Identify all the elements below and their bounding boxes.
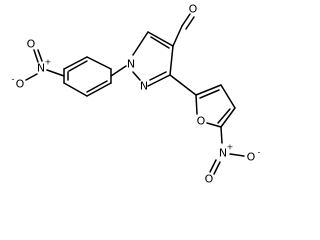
- atom-nitro-bottom-o1: O: [205, 173, 214, 186]
- bond-furan-c4-c5-inner: [217, 108, 231, 124]
- bond-furan-c4-c5: [220, 107, 236, 128]
- charge-nitro-bottom-plus: +: [227, 143, 234, 152]
- charge-nitro-bottom-minus: -: [258, 148, 261, 157]
- bond-c4-cho: [172, 25, 183, 47]
- bond-nitro-bottom-o2: [229, 153, 245, 157]
- bond-ring-n1: [110, 65, 127, 77]
- bond-nitro-left-o2: [25, 73, 38, 81]
- bond-furan-o-c2: [195, 94, 198, 115]
- atom-labels: O N + O - N N O O N + O O -: [12, 3, 261, 186]
- bond-pyr-n2-n1: [132, 71, 141, 81]
- bond-pyr-c4-c3: [169, 45, 174, 76]
- bond-pyr-c5-c4: [147, 31, 174, 47]
- bond-ring-1: [63, 56, 88, 70]
- bond-ring-2: [86, 56, 112, 70]
- bonds: [25, 13, 245, 175]
- charge-nitro-left-plus: +: [45, 58, 52, 67]
- bond-pyr-c3-n2: [147, 74, 171, 87]
- atom-nitro-left-n: N: [37, 62, 45, 75]
- chemical-structure: O N + O - N N O O N + O O -: [12, 3, 261, 186]
- bond-furan-c5-o: [206, 122, 222, 128]
- bond-ring-5: [63, 82, 88, 97]
- bond-ring-inner-1: [68, 60, 88, 72]
- atom-aldehyde-o: O: [189, 3, 198, 16]
- atom-nitro-left-o2: O: [16, 78, 25, 91]
- atom-nitro-bottom-n: N: [219, 147, 227, 160]
- atom-pyrazole-n1: N: [127, 58, 135, 71]
- bond-c3-furan: [169, 74, 197, 96]
- bond-ring-nitro: [46, 69, 65, 77]
- atom-pyrazole-n2: N: [140, 80, 148, 93]
- bond-pyr-c3-n2-inner: [149, 71, 167, 81]
- bond-nitro-left-o1: [33, 49, 39, 63]
- bond-nitro-bottom-o1b: [213, 161, 221, 175]
- bond-pyr-n1-c5: [132, 31, 149, 56]
- charge-nitro-left-minus: -: [12, 75, 15, 84]
- bond-nitro-bottom-o1: [209, 159, 217, 173]
- bond-pyr-c5-c4-inner: [150, 36, 170, 49]
- bond-ring-4: [86, 82, 112, 97]
- bond-furan-c3-c4: [220, 84, 236, 109]
- atom-furan-o: O: [197, 115, 206, 128]
- bond-ring-inner-2: [86, 80, 108, 93]
- atom-nitro-left-o1: O: [27, 38, 36, 51]
- bond-nitro-left-o1b: [37, 49, 43, 62]
- bond-cho-o: [181, 13, 191, 27]
- atom-nitro-bottom-o2: O: [247, 151, 256, 164]
- bond-furan-c2-c3: [195, 84, 222, 96]
- bond-furan-nitro: [220, 126, 223, 144]
- bond-furan-c2-c3-inner: [199, 89, 220, 99]
- bond-cho-o-double: [185, 16, 195, 30]
